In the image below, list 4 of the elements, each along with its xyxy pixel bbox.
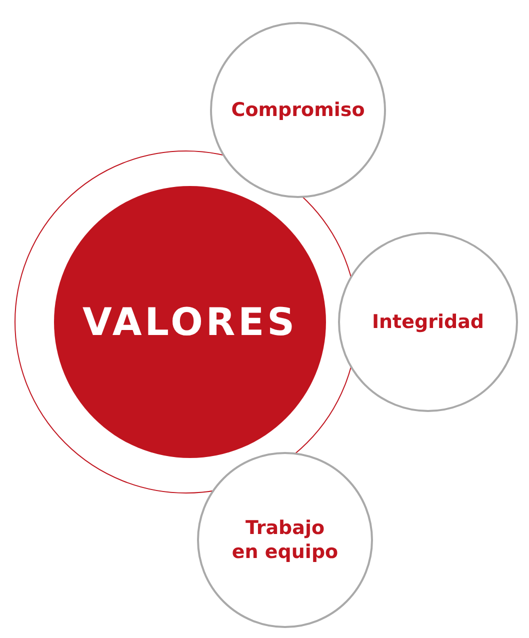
circle-title: VALORES (82, 300, 298, 344)
value-label: Integridad (372, 310, 484, 334)
value-label: Compromiso (231, 98, 365, 122)
value-label: Trabajo en equipo (230, 516, 340, 564)
